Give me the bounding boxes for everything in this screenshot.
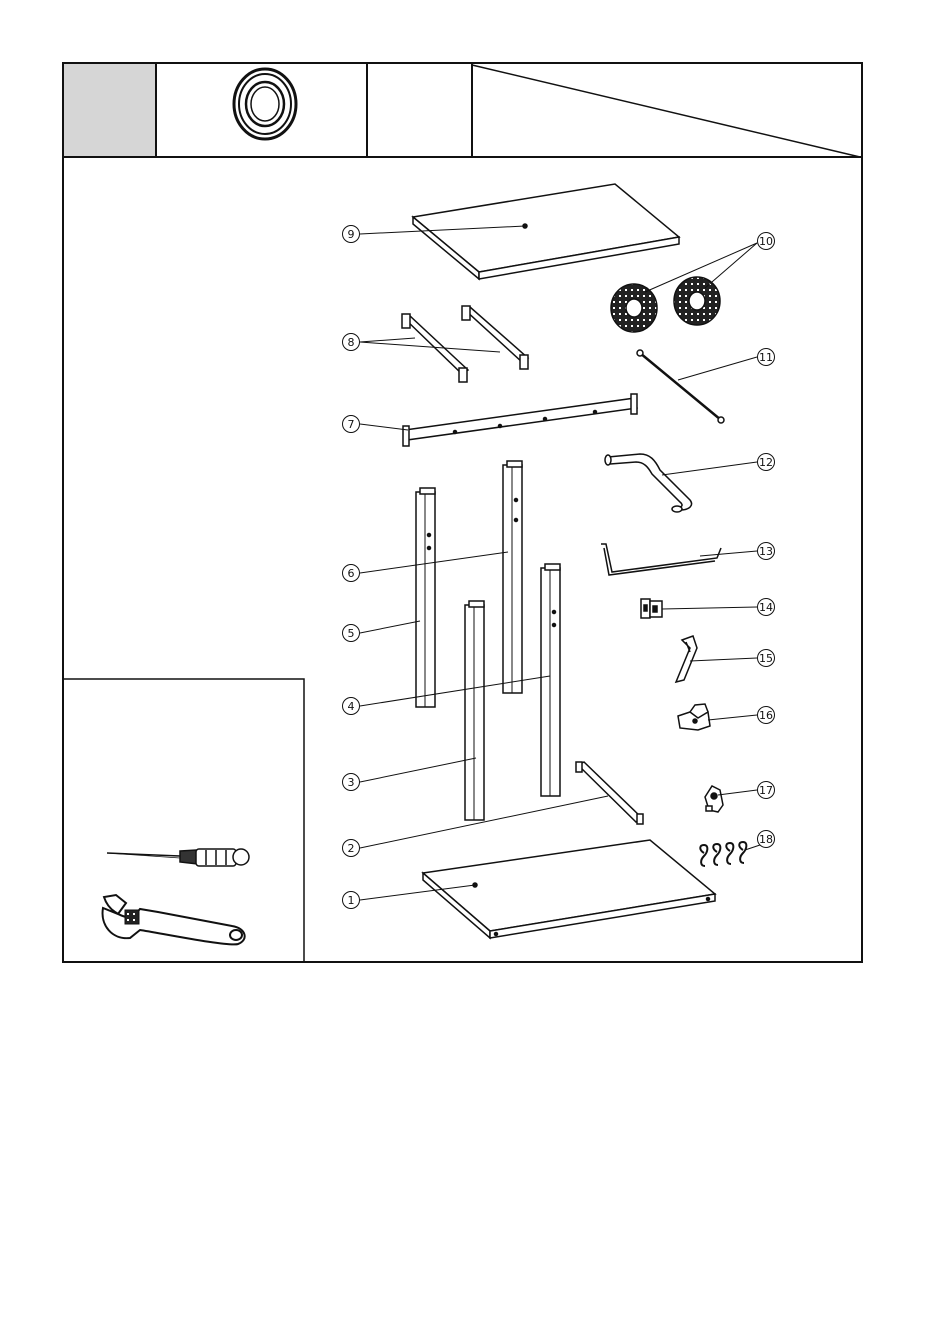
- part-wheels: [611, 277, 720, 332]
- part-rear-leg-right: [503, 461, 522, 693]
- callout-3: 3: [343, 758, 477, 791]
- part-latch: [678, 704, 710, 730]
- callout-15: 15: [690, 650, 775, 667]
- part-lower-crossbar: [576, 762, 643, 824]
- callout-7: 7: [343, 416, 409, 433]
- part-front-leg-left: [465, 601, 484, 820]
- callout-17-label: 17: [759, 784, 773, 797]
- callout-14-label: 14: [759, 601, 773, 614]
- callout-15-label: 15: [759, 652, 773, 665]
- callout-7-label: 7: [348, 418, 355, 431]
- part-mount-clip: [705, 786, 723, 812]
- part-front-leg-right: [541, 564, 560, 796]
- callout-4-label: 4: [348, 700, 355, 713]
- callout-12: 12: [662, 454, 775, 476]
- part-top-shelf: [413, 184, 679, 279]
- callout-14: 14: [662, 599, 775, 616]
- part-hook-bracket: [676, 636, 697, 682]
- ring-washer-icon: [234, 69, 296, 139]
- callout-1-label: 1: [348, 894, 355, 907]
- callout-13-label: 13: [759, 545, 773, 558]
- part-axle: [637, 350, 724, 423]
- callout-18-label: 18: [759, 833, 773, 846]
- callout-16: 16: [708, 707, 775, 724]
- callout-18: 18: [745, 831, 775, 851]
- callout-3-label: 3: [348, 776, 355, 789]
- header-diagonal: [472, 65, 860, 157]
- part-upper-crossbar: [403, 394, 637, 446]
- callout-8: 8: [343, 334, 501, 353]
- header-gray-cell: [63, 63, 156, 157]
- part-side-brackets: [402, 306, 528, 382]
- callout-8-label: 8: [348, 336, 355, 349]
- callout-17: 17: [718, 782, 775, 799]
- callout-13: 13: [700, 543, 775, 560]
- part-rear-leg-left: [416, 488, 435, 707]
- part-tool-bar: [601, 544, 721, 575]
- callout-2-label: 2: [348, 842, 355, 855]
- callout-16-label: 16: [759, 709, 773, 722]
- part-s-hooks: [700, 842, 746, 866]
- callout-11-label: 11: [759, 351, 773, 364]
- part-bottom-shelf: [423, 840, 715, 938]
- callout-11: 11: [678, 349, 775, 381]
- part-hinge-clip: [641, 599, 662, 618]
- callout-10-label: 10: [759, 235, 773, 248]
- screwdriver-icon: [107, 849, 249, 866]
- callout-5-label: 5: [348, 627, 355, 640]
- part-handle: [605, 454, 692, 512]
- callout-12-label: 12: [759, 456, 773, 469]
- header-table: [63, 63, 862, 157]
- callout-6-label: 6: [348, 567, 355, 580]
- callout-5: 5: [343, 621, 421, 642]
- adjustable-wrench-icon: [103, 895, 245, 944]
- callout-9-label: 9: [348, 228, 355, 241]
